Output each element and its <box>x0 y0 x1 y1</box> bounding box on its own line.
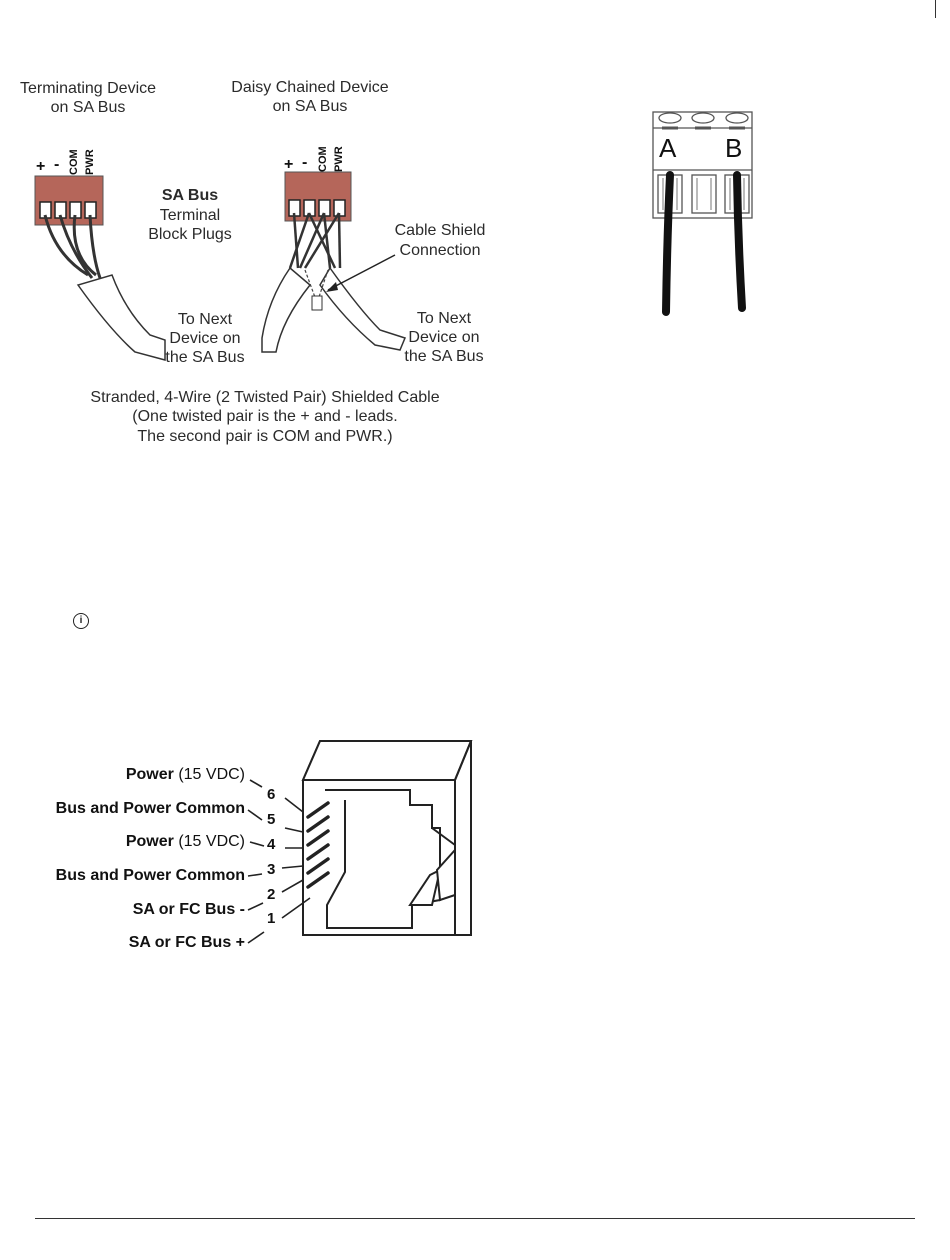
rj12-pin3-num: 3 <box>267 861 276 878</box>
cable-caption-2: (One twisted pair is the + and - leads. <box>132 408 398 425</box>
cable-caption-3: The second pair is COM and PWR.) <box>137 428 393 445</box>
left-cable <box>76 274 166 361</box>
rj12-pin4-num: 4 <box>267 836 276 853</box>
next-left-1: To Next <box>177 311 233 328</box>
left-pin-pwr: PWR <box>84 149 96 175</box>
wire-b <box>733 171 746 312</box>
cable-caption-1: Stranded, 4-Wire (2 Twisted Pair) Shield… <box>90 389 440 406</box>
rj12-pin2-label: SA or FC Bus - <box>132 901 245 918</box>
rj12-pin1-label: SA or FC Bus + <box>128 934 245 951</box>
shield-label-1: Cable Shield <box>394 222 486 239</box>
shield-label-2: Connection <box>399 242 481 259</box>
terminating-device-label: Terminating Device <box>19 80 157 97</box>
rj12-contacts <box>306 801 330 889</box>
right-pin-plus: + <box>284 156 294 173</box>
page-edge-line <box>935 0 936 18</box>
left-wires <box>43 214 102 279</box>
rj12-leader-lines <box>247 779 311 944</box>
right-wires <box>288 212 342 269</box>
rj12-pin4-label: Power (15 VDC) <box>125 833 245 850</box>
terminal-label-b: B <box>725 133 743 163</box>
block-label-1: SA Bus <box>161 187 219 204</box>
rj12-pin3-label: Bus and Power Common <box>55 867 245 884</box>
next-right-3: the SA Bus <box>404 348 484 365</box>
shield-arrow-line <box>327 254 396 291</box>
info-icon: i <box>73 613 89 629</box>
block-label-3: Block Plugs <box>148 226 232 243</box>
next-right-2: Device on <box>408 329 480 346</box>
footer-rule <box>35 1218 915 1219</box>
rj12-pin5-label: Bus and Power Common <box>55 800 245 817</box>
next-left-2: Device on <box>169 330 241 347</box>
rj12-pin6-label: Power (15 VDC) <box>125 766 245 783</box>
daisy-device-label: Daisy Chained Device <box>231 79 389 96</box>
shield-connector <box>311 295 323 311</box>
right-pin-minus: - <box>302 154 308 171</box>
rj12-pin6-num: 6 <box>267 786 276 803</box>
block-label-2: Terminal <box>159 207 221 224</box>
right-pin-pwr: PWR <box>333 146 345 172</box>
left-pin-minus: - <box>54 156 60 173</box>
shield-drain <box>304 269 329 301</box>
left-pin-plus: + <box>36 158 46 175</box>
rj12-jack <box>301 740 473 936</box>
left-pin-com: COM <box>68 149 80 175</box>
rj12-pin1-num: 1 <box>267 910 276 927</box>
rj12-pin2-num: 2 <box>267 886 276 903</box>
terminal-label-a: A <box>659 133 677 163</box>
terminating-device-label-2: on SA Bus <box>50 99 126 116</box>
rj12-pin5-num: 5 <box>267 811 276 828</box>
shield-arrow-head <box>326 282 338 292</box>
right-pin-com: COM <box>317 146 329 172</box>
daisy-device-label-2: on SA Bus <box>272 98 348 115</box>
wire-a <box>662 171 674 316</box>
next-right-1: To Next <box>416 310 472 327</box>
right-cable-left <box>261 266 312 353</box>
next-left-3: the SA Bus <box>165 349 245 366</box>
right-cable-right <box>319 266 407 351</box>
